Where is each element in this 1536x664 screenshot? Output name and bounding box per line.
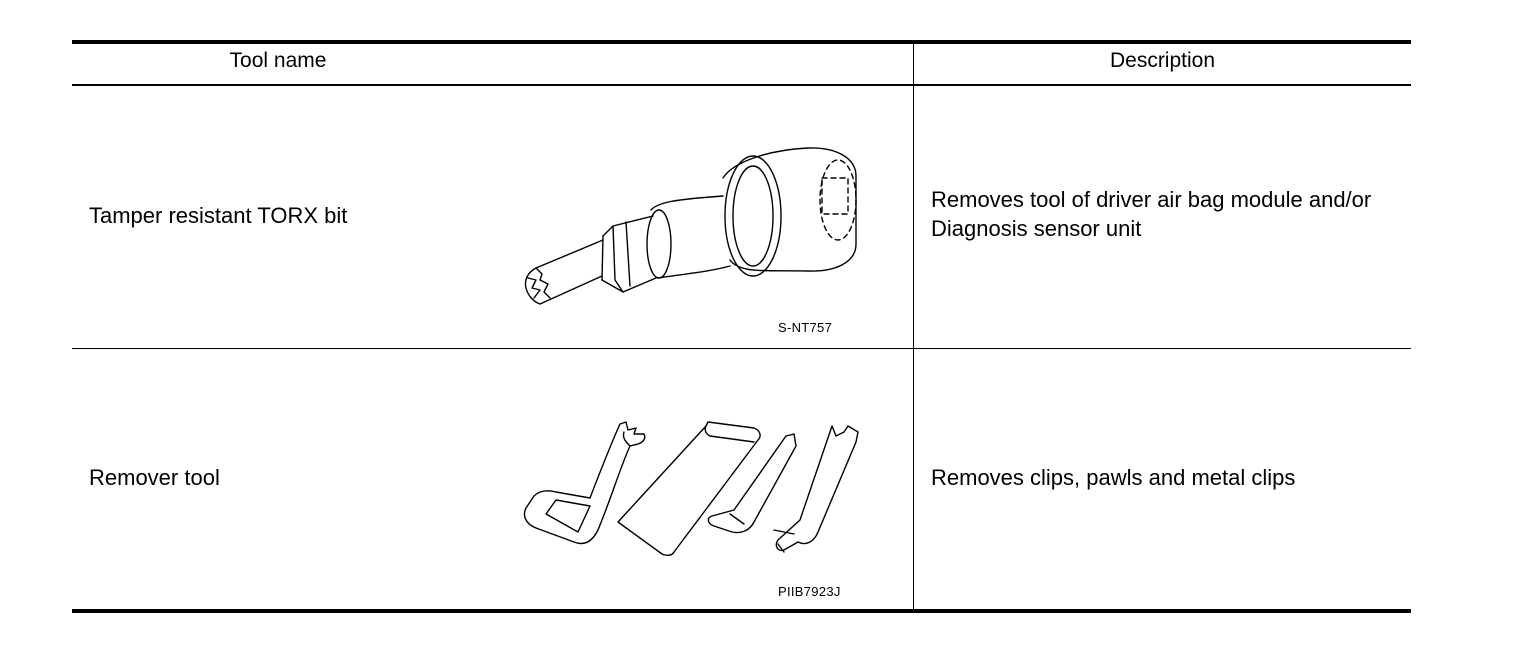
tool-name-cell: Remover tool: [89, 465, 220, 490]
header-tool-name: Tool name: [229, 49, 327, 72]
column-divider: [913, 42, 914, 611]
description-text: Removes clips, pawls and metal clips: [931, 465, 1296, 490]
torx-bit-icon: [524, 147, 857, 305]
header-description: Description: [1109, 49, 1216, 72]
row-divider: [72, 348, 1411, 349]
table-top-border: [72, 40, 1411, 44]
header-bottom-border: [72, 84, 1411, 86]
remover-tool-icon: [523, 421, 859, 557]
figure-code: PIIB7923J: [778, 584, 841, 599]
description-text: Removes tool of driver air bag module an…: [931, 187, 1372, 241]
table-bottom-border: [72, 609, 1411, 613]
tool-name-cell: Tamper resistant TORX bit: [89, 203, 348, 228]
description-cell: Removes clips, pawls and metal clips: [931, 463, 1401, 492]
figure-code: S-NT757: [778, 320, 833, 335]
description-cell: Removes tool of driver air bag module an…: [931, 185, 1401, 243]
